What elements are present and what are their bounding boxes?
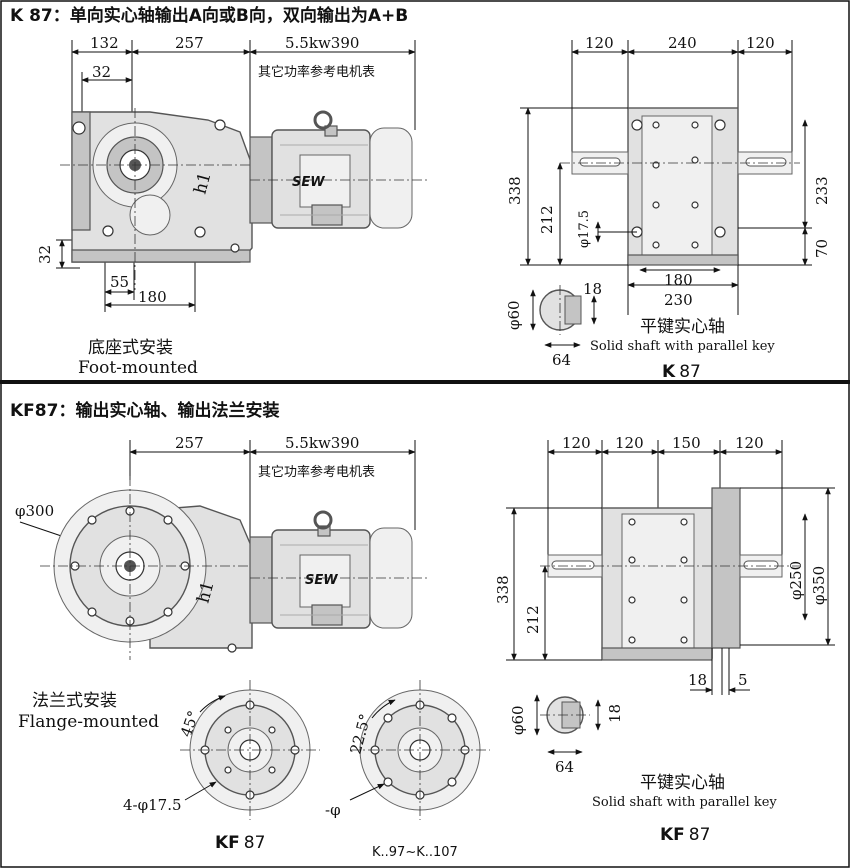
dim-phi300: φ300 bbox=[15, 502, 54, 520]
dim-212-top: 212 bbox=[538, 205, 556, 234]
dim-18-bottom: 18 bbox=[688, 671, 707, 689]
shaft-64-bottom: 64 bbox=[555, 758, 574, 776]
shaft-caption-en-bottom: Solid shaft with parallel key bbox=[592, 795, 777, 810]
caption-foot-en: Foot-mounted bbox=[78, 358, 198, 378]
motor-table-note: 其它功率参考电机表 bbox=[258, 64, 375, 80]
shaft-phi60-bottom: φ60 bbox=[509, 705, 527, 735]
top-heading: K 87：单向实心轴输出A向或B向，双向输出为A+B bbox=[10, 5, 408, 26]
dim-motor-label: 5.5kw390 bbox=[285, 34, 359, 52]
dim-257-bottom: 257 bbox=[175, 434, 204, 452]
dim-230: 230 bbox=[664, 291, 693, 309]
dim-32-left: 32 bbox=[36, 245, 54, 264]
dim-180-base: 180 bbox=[138, 288, 167, 306]
dim-55: 55 bbox=[110, 273, 129, 291]
shaft-caption-en-top: Solid shaft with parallel key bbox=[590, 339, 775, 354]
bottom-heading: KF87：输出实心轴、输出法兰安装 bbox=[10, 400, 279, 421]
sew-brand-bottom: SEW bbox=[305, 573, 338, 588]
dim-233: 233 bbox=[813, 176, 831, 205]
top-section: K 87：单向实心轴输出A向或B向，双向输出为A+B 132 257 5.5kw… bbox=[10, 5, 831, 382]
dim-338-top: 338 bbox=[506, 176, 524, 205]
dim-phi17-5: φ17.5 bbox=[577, 210, 592, 248]
dim-120c: 120 bbox=[735, 434, 764, 452]
shaft-18-bottom: 18 bbox=[606, 704, 624, 723]
k87-shaft-section: φ60 18 64 bbox=[505, 280, 602, 369]
bottom-section: KF87：输出实心轴、输出法兰安装 257 5.5kw390 其它功率参考电机表… bbox=[10, 400, 835, 860]
caption-flange-en: Flange-mounted bbox=[18, 712, 159, 732]
shaft-phi60-top: φ60 bbox=[505, 300, 523, 330]
flange-face-k97-k107: 22.5° -φ K..97~K..107 bbox=[325, 680, 490, 860]
model-k-number: 87 bbox=[679, 362, 701, 382]
model-k-bold: K bbox=[662, 362, 676, 382]
dim-phi350: φ350 bbox=[810, 566, 828, 605]
dim-32-top: 32 bbox=[92, 63, 111, 81]
dim-257: 257 bbox=[175, 34, 204, 52]
dim-120-right: 120 bbox=[746, 34, 775, 52]
dim-150: 150 bbox=[672, 434, 701, 452]
section-divider bbox=[0, 380, 850, 384]
dim-180-end: 180 bbox=[664, 271, 693, 289]
dim-212-bottom: 212 bbox=[524, 605, 542, 634]
dim-phi250: φ250 bbox=[787, 561, 805, 600]
dim-132: 132 bbox=[90, 34, 119, 52]
holes-4-phi17-5: 4-φ17.5 bbox=[123, 796, 182, 814]
shaft-18-top: 18 bbox=[583, 280, 602, 298]
dim-70: 70 bbox=[813, 239, 831, 258]
dim-120-left: 120 bbox=[585, 34, 614, 52]
model-kf-number: 87 bbox=[689, 825, 711, 845]
shaft-64-top: 64 bbox=[552, 351, 571, 369]
dim-240: 240 bbox=[668, 34, 697, 52]
dim-338-bottom: 338 bbox=[494, 575, 512, 604]
k87-side-view: h1 SEW bbox=[60, 108, 430, 290]
dim-5: 5 bbox=[738, 671, 748, 689]
k87-end-view: 120 240 120 bbox=[506, 34, 831, 315]
caption-foot-cn: 底座式安装 bbox=[88, 338, 173, 358]
kf87-end-view: 120 120 150 120 338 212 bbox=[494, 434, 835, 695]
shaft-caption-cn-bottom: 平键实心轴 bbox=[640, 773, 725, 793]
kf87-side-view: h1 SEW bbox=[40, 476, 430, 660]
flange-model-number: 87 bbox=[244, 833, 266, 853]
kf87-side-dimensions: 257 5.5kw390 其它功率参考电机表 φ300 bbox=[15, 434, 416, 546]
flange-model-bold: KF bbox=[215, 833, 240, 853]
kf87-shaft-section: φ60 18 64 bbox=[509, 694, 624, 776]
dim-120b: 120 bbox=[615, 434, 644, 452]
shaft-caption-cn-top: 平键实心轴 bbox=[640, 317, 725, 337]
sew-brand-top: SEW bbox=[292, 175, 325, 190]
dim-120a: 120 bbox=[562, 434, 591, 452]
range-label: K..97~K..107 bbox=[372, 845, 458, 860]
dim-motor-label-bottom: 5.5kw390 bbox=[285, 434, 359, 452]
model-kf-bold: KF bbox=[660, 825, 685, 845]
hole-phi-minus: -φ bbox=[325, 801, 341, 819]
motor-table-note-bottom: 其它功率参考电机表 bbox=[258, 464, 375, 480]
caption-flange-cn: 法兰式安装 bbox=[32, 691, 117, 711]
